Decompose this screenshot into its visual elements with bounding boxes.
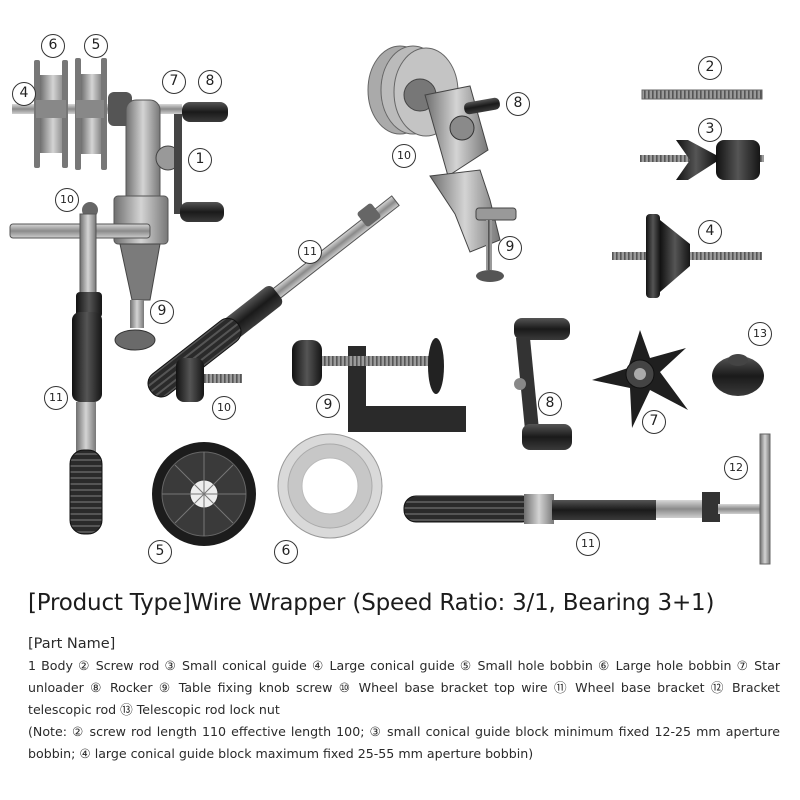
callout-11-left: 11 bbox=[44, 386, 68, 410]
part-description: [Part Name] 1 Body ② Screw rod ③ Small c… bbox=[28, 633, 780, 765]
table-clamp-part bbox=[292, 338, 466, 432]
left-assembly bbox=[9, 58, 228, 535]
callout-13: 13 bbox=[748, 322, 772, 346]
part-name-heading: [Part Name] bbox=[28, 636, 116, 652]
screw-rod-part bbox=[641, 89, 763, 100]
callout-6-left: 6 bbox=[41, 34, 65, 58]
callout-11-part: 11 bbox=[576, 532, 600, 556]
callout-1-left: 1 bbox=[188, 148, 212, 172]
lock-nut-part bbox=[712, 354, 764, 396]
product-illustration bbox=[9, 45, 771, 565]
telescopic-bracket-part bbox=[403, 433, 771, 565]
callout-5-part: 5 bbox=[148, 540, 172, 564]
small-conical-guide-part bbox=[640, 140, 764, 180]
callout-10-middle: 10 bbox=[392, 144, 416, 168]
bobbin-6-mounted bbox=[34, 60, 68, 168]
middle-assembly bbox=[147, 45, 517, 398]
product-title: [Product Type]Wire Wrapper (Speed Ratio:… bbox=[28, 590, 715, 616]
large-hole-bobbin-part bbox=[277, 433, 383, 539]
callout-10-part: 10 bbox=[212, 396, 236, 420]
rocker-part bbox=[514, 318, 572, 450]
callout-10-left: 10 bbox=[55, 188, 79, 212]
callout-12: 12 bbox=[724, 456, 748, 480]
large-conical-guide-part bbox=[612, 214, 762, 298]
callout-4-left: 4 bbox=[12, 82, 36, 106]
star-unloader-part bbox=[592, 330, 688, 428]
callout-11-middle: 11 bbox=[298, 240, 322, 264]
callout-5-left: 5 bbox=[84, 34, 108, 58]
note-text: (Note: ② screw rod length 110 effective … bbox=[28, 724, 780, 761]
parts-list-text: 1 Body ② Screw rod ③ Small conical guide… bbox=[28, 658, 780, 717]
callout-6-part: 6 bbox=[274, 540, 298, 564]
callout-4: 4 bbox=[698, 220, 722, 244]
top-wire-part bbox=[176, 358, 242, 402]
small-hole-bobbin-part bbox=[152, 442, 256, 546]
callout-8-middle: 8 bbox=[506, 92, 530, 116]
callout-9-left: 9 bbox=[150, 300, 174, 324]
bobbin-5-mounted bbox=[75, 58, 107, 170]
callout-9-part: 9 bbox=[316, 394, 340, 418]
callout-9-middle: 9 bbox=[498, 236, 522, 260]
callout-3: 3 bbox=[698, 118, 722, 142]
callout-7-left: 7 bbox=[162, 70, 186, 94]
callout-8-left: 8 bbox=[198, 70, 222, 94]
callout-8-part: 8 bbox=[538, 392, 562, 416]
callout-2: 2 bbox=[698, 56, 722, 80]
callout-7-part: 7 bbox=[642, 410, 666, 434]
